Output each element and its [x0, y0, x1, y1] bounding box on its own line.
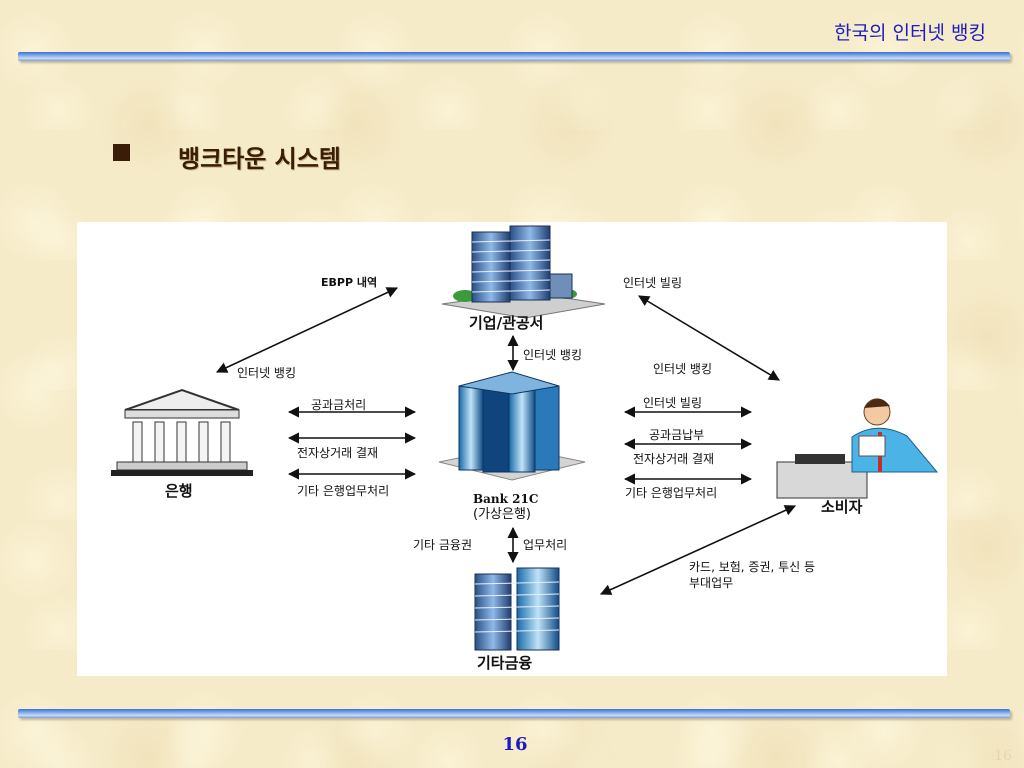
internet-banking-center-label: 인터넷 뱅킹 — [523, 348, 583, 362]
banktown-system-diagram: 기업/관공서 Bank 21C (가상은행) 은행 소비자 기타금융 EBPP … — [77, 222, 947, 676]
other-finance-building-icon — [474, 567, 560, 651]
bottom-right-label: 업무처리 — [523, 538, 568, 552]
ebpp-label: EBPP 내역 — [321, 276, 378, 289]
enterprise-building-icon — [441, 225, 606, 319]
left-flow-label-2: 전자상거래 결재 — [297, 446, 379, 460]
bank-building-icon — [111, 388, 253, 476]
bank21c-name-label: Bank 21C — [473, 492, 539, 506]
right-flow-label-1: 인터넷 빌링 — [643, 396, 703, 410]
bottom-divider — [18, 709, 1010, 718]
bank21c-sub-label: (가상은행) — [473, 507, 531, 522]
internet-banking-right-label: 인터넷 뱅킹 — [653, 362, 713, 376]
slide-corner-number: 16 — [994, 748, 1012, 764]
consumer-label: 소비자 — [821, 498, 863, 516]
right-flow-label-4: 기타 은행업무처리 — [625, 486, 718, 500]
enterprise-label: 기업/관공서 — [469, 314, 544, 332]
bottom-left-label: 기타 금융권 — [413, 538, 473, 552]
right-flow-label-3: 전자상거래 결재 — [633, 452, 715, 466]
top-divider — [18, 52, 1010, 61]
slide-heading: 뱅크타운 시스템 — [178, 145, 341, 173]
internet-billing-top-label: 인터넷 빌링 — [623, 276, 683, 290]
presentation-title: 한국의 인터넷 뱅킹 — [834, 22, 986, 44]
right-flow-label-2: 공과금납부 — [649, 428, 705, 442]
left-flow-label-1: 공과금처리 — [311, 398, 367, 412]
consumer-person-icon — [776, 398, 939, 499]
bank21c-tower-icon — [438, 371, 586, 481]
other-finance-label: 기타금융 — [477, 654, 533, 672]
consumer-service-label-1: 카드, 보험, 증권, 투신 등 — [689, 560, 816, 574]
internet-banking-left-label: 인터넷 뱅킹 — [237, 366, 297, 380]
diagram-graphics — [111, 225, 939, 651]
diagram-arrows — [215, 287, 797, 595]
bullet-square-icon — [113, 144, 130, 161]
consumer-service-label-2: 부대업무 — [689, 576, 734, 590]
bank-label: 은행 — [165, 482, 193, 500]
page-number: 16 — [502, 734, 528, 755]
left-flow-label-3: 기타 은행업무처리 — [297, 484, 390, 498]
